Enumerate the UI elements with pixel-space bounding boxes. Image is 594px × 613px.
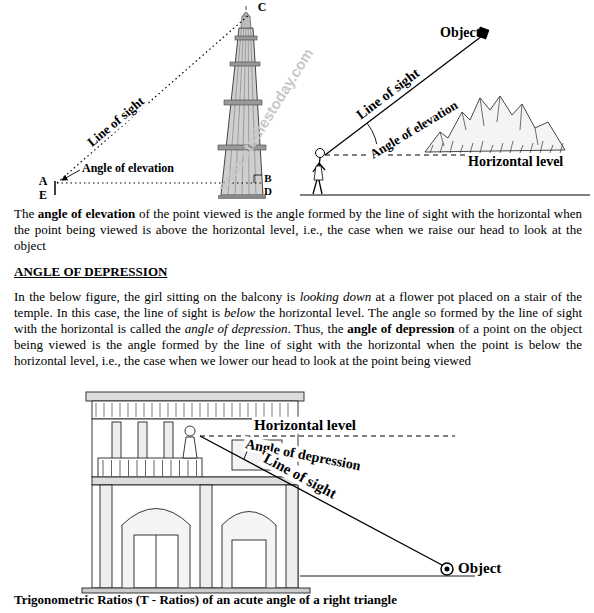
line-of-sight bbox=[200, 436, 442, 565]
line-label: Line of sight bbox=[83, 93, 148, 151]
leader-line bbox=[62, 170, 80, 180]
observer-mark bbox=[54, 181, 56, 195]
paragraph-text: The bbox=[14, 206, 34, 221]
paragraph-text: angle of depression bbox=[347, 321, 454, 336]
paragraph-text: looking down bbox=[300, 289, 372, 304]
flower-pot bbox=[445, 567, 450, 572]
paragraph-text: . Thus, the bbox=[287, 321, 343, 336]
horizontal-label: Horizontal level bbox=[468, 154, 563, 169]
point-letter: E bbox=[39, 189, 47, 202]
paragraph-text: angle of elevation bbox=[38, 206, 135, 221]
horizontal-label: Horizontal level bbox=[252, 417, 358, 434]
point-letter: A bbox=[39, 175, 48, 188]
paragraph-text: below bbox=[224, 305, 255, 320]
section-heading: Trigonometric Ratios (T - Ratios) of an … bbox=[14, 593, 397, 607]
paragraph-text: In the below figure, the girl sitting on… bbox=[14, 289, 295, 304]
line-label: Line of sight bbox=[352, 64, 424, 124]
horizontal-line bbox=[200, 435, 455, 436]
paragraph: In the below figure, the girl sitting on… bbox=[14, 289, 582, 369]
object-label: Object bbox=[458, 560, 501, 577]
point-letter: B bbox=[264, 172, 271, 184]
line-of-sight bbox=[57, 14, 250, 183]
right-angle-mark bbox=[254, 175, 262, 183]
section-heading: ANGLE OF DEPRESSION bbox=[14, 265, 167, 279]
elevation-figure bbox=[300, 27, 590, 195]
paragraph: The angle of elevation of the point view… bbox=[14, 206, 582, 254]
point-letter: D bbox=[264, 185, 272, 197]
angle-label: Angle of elevation bbox=[82, 162, 174, 175]
paragraph-text: angle of depression bbox=[185, 321, 288, 336]
ground-line bbox=[300, 576, 475, 577]
object-label: Object bbox=[440, 25, 480, 40]
point-letter: C bbox=[258, 1, 267, 14]
flower-pot bbox=[441, 563, 453, 575]
